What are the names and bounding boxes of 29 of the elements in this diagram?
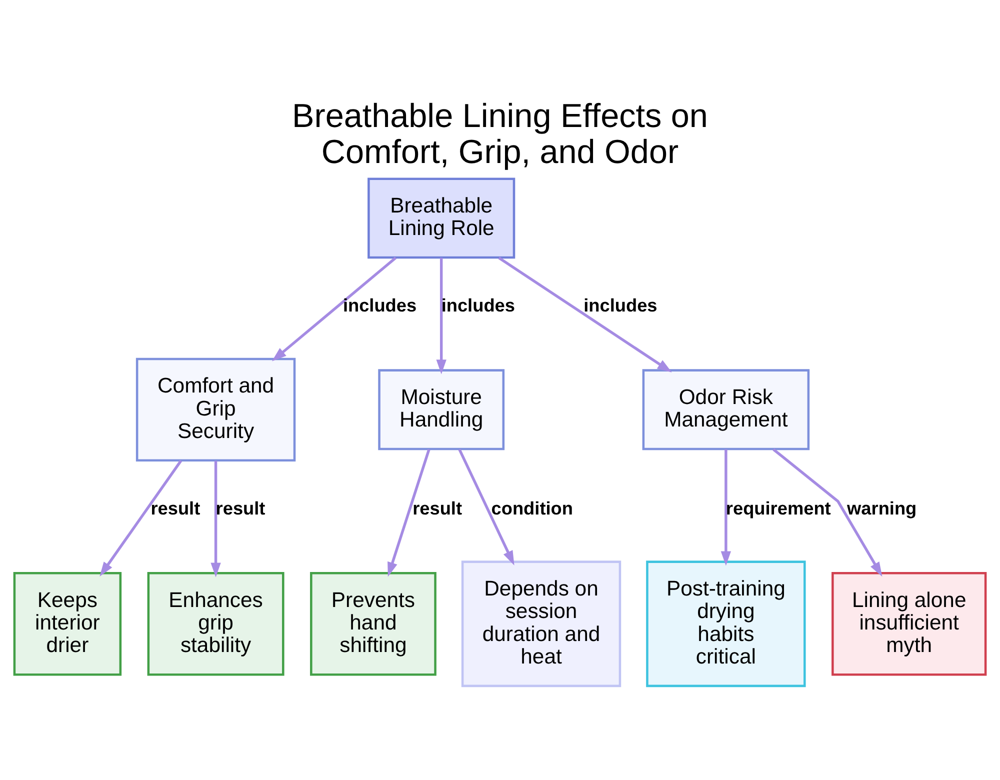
edge-label: includes — [342, 295, 417, 316]
arrow — [772, 448, 882, 577]
arrow — [388, 449, 430, 577]
edge-label: result — [216, 498, 266, 518]
edge-label: condition — [491, 498, 573, 518]
arrow — [100, 460, 182, 577]
node-box: Lining alone insufficient myth — [832, 572, 987, 676]
edge-label: result — [412, 498, 462, 518]
node-box: Enhances grip stability — [147, 572, 284, 676]
node-box: Odor Risk Management — [642, 369, 810, 450]
arrow — [272, 256, 397, 362]
node-box: Comfort and Grip Security — [136, 358, 296, 462]
arrow — [458, 448, 514, 566]
node-box: Prevents hand shifting — [310, 572, 436, 676]
edge-label: includes — [584, 295, 658, 316]
node-box: Moisture Handling — [378, 369, 505, 450]
arrow — [436, 258, 446, 374]
diagram-title: Breathable Lining Effects on Comfort, Grip, and Odor — [292, 98, 708, 172]
edge-label: requirement — [726, 498, 831, 518]
node-box: Breathable Lining Role — [368, 178, 516, 259]
node-box: Post-training drying habits critical — [646, 560, 806, 688]
arrow — [498, 256, 672, 372]
node-box: Keeps interior drier — [13, 572, 122, 676]
edge-label: warning — [847, 498, 917, 518]
node-box: Depends on session duration and heat — [461, 560, 622, 688]
edge-label: result — [150, 498, 200, 518]
arrow — [720, 449, 732, 566]
edge-label: includes — [441, 295, 515, 316]
arrow — [210, 460, 221, 578]
